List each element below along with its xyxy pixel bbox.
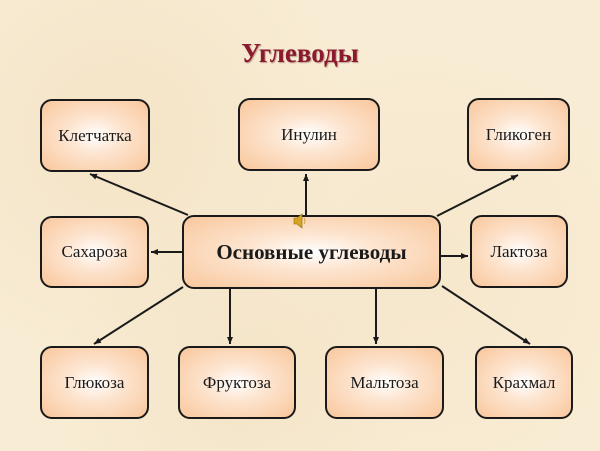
node-cellulose[interactable]: Клетчатка	[40, 99, 150, 172]
node-label: Сахароза	[61, 242, 128, 261]
node-starch[interactable]: Крахмал	[475, 346, 573, 419]
node-label: Глюкоза	[64, 372, 125, 392]
node-inulin[interactable]: Инулин	[238, 98, 380, 171]
node-label: Фруктоза	[202, 372, 272, 392]
diagram-title: Углеводы	[241, 38, 359, 68]
arrow-to-cellulose	[89, 173, 189, 216]
node-label: Крахмал	[492, 372, 556, 392]
arrow-to-glycogen	[436, 174, 519, 217]
node-maltose[interactable]: Мальтоза	[325, 346, 444, 419]
node-label: Мальтоза	[350, 372, 419, 392]
node-lactose[interactable]: Лактоза	[470, 215, 568, 288]
speaker-icon[interactable]	[293, 213, 307, 229]
node-center-main-carbohydrates[interactable]: Основные углеводы	[182, 215, 441, 289]
node-glycogen[interactable]: Гликоген	[467, 98, 570, 171]
node-label: Клетчатка	[58, 125, 132, 145]
arrow-to-glucose	[93, 286, 184, 345]
node-label: Инулин	[281, 124, 337, 144]
node-fructose[interactable]: Фруктоза	[178, 346, 296, 419]
arrow-to-starch	[441, 285, 531, 345]
node-glucose[interactable]: Глюкоза	[40, 346, 149, 419]
node-label: Лактоза	[490, 241, 548, 261]
node-label: Гликоген	[485, 124, 552, 144]
center-label: Основные углеводы	[216, 239, 407, 264]
node-sucrose[interactable]: Сахароза	[40, 216, 149, 288]
